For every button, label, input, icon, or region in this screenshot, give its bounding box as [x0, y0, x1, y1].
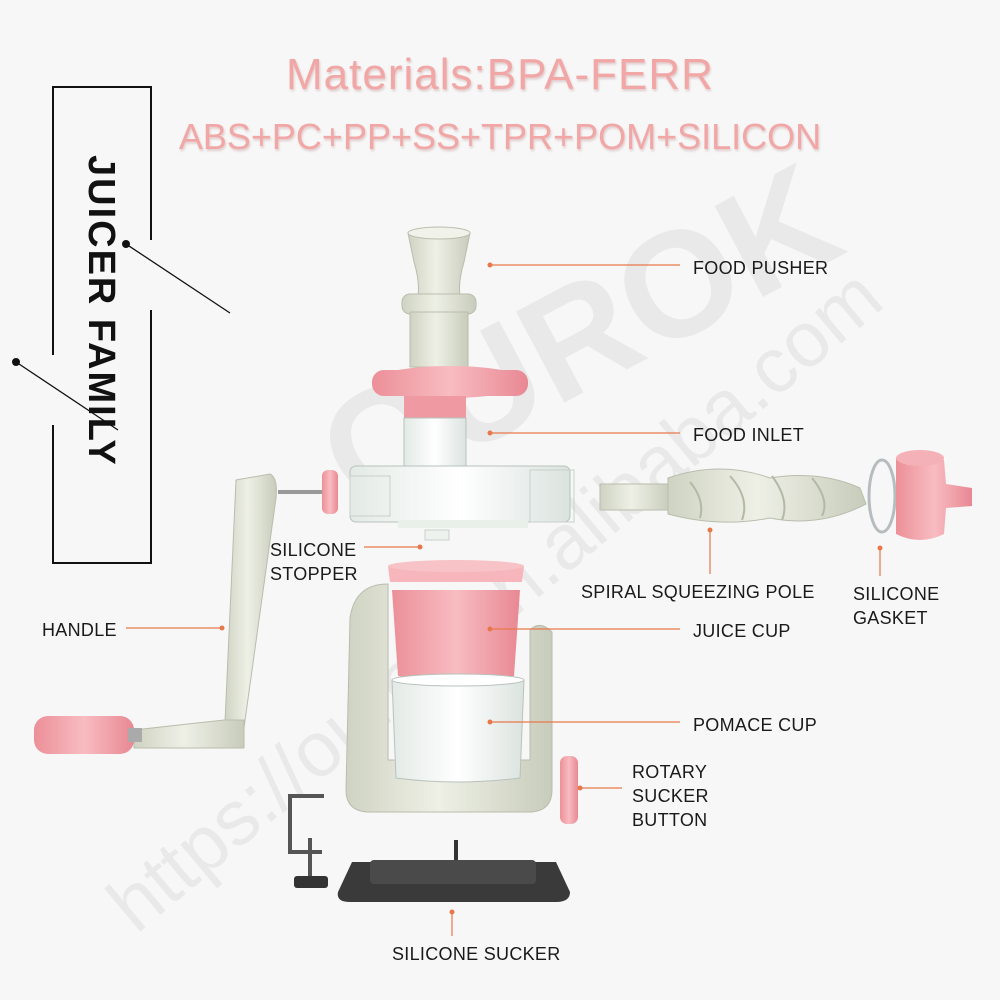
rotary-sucker-button-part [560, 756, 578, 824]
label-handle: HANDLE [42, 620, 117, 640]
label-silicone-gasket-1: SILICONE [853, 584, 940, 604]
pink-lid [372, 366, 528, 418]
label-spiral-squeezing-pole: SPIRAL SQUEEZING POLE [581, 582, 815, 602]
label-rotary-1: ROTARY [632, 762, 708, 782]
label-rotary-2: SUCKER [632, 786, 709, 806]
clamp [288, 794, 324, 888]
materials-title: Materials:BPA-FERR [286, 50, 714, 99]
label-food-inlet: FOOD INLET [693, 425, 805, 445]
clamp-knob [294, 876, 328, 888]
brand-pointer-dot-2 [12, 358, 20, 366]
brand-pointer-line-2 [15, 361, 119, 431]
label-food-pusher: FOOD PUSHER [693, 258, 829, 278]
label-silicone-gasket-2: GASKET [853, 608, 928, 628]
label-pomace-cup: POMACE CUP [693, 715, 818, 735]
brand-frame-gap [140, 240, 156, 310]
label-rotary-3: BUTTON [632, 810, 708, 830]
label-silicone-stopper-2: STOPPER [270, 564, 358, 584]
juice-cup [388, 560, 524, 680]
label-silicone-stopper-1: SILICONE [270, 540, 357, 560]
label-juice-cup: JUICE CUP [693, 621, 791, 641]
brand-frame-gap-left [46, 355, 58, 425]
food-pusher [401, 226, 477, 368]
main-chamber [349, 417, 575, 541]
brand-name: JUICER FAMILY [80, 155, 122, 467]
brand-frame [52, 86, 152, 564]
silicone-stopper-part [322, 470, 338, 514]
silicone-sucker [337, 840, 570, 902]
brand-pointer-line-1 [125, 243, 231, 314]
spiral-squeezing-pole [599, 468, 867, 523]
handle-part [34, 473, 277, 754]
leader-dots [219, 262, 883, 915]
materials-list: ABS+PC+PP+SS+TPR+POM+SILICON [178, 116, 822, 157]
pomace-cup [391, 673, 525, 783]
leader-lines [126, 264, 881, 936]
label-silicone-sucker: SILICONE SUCKER [392, 944, 561, 964]
gasket-ring [867, 458, 897, 534]
silicone-gasket-cap [896, 450, 972, 540]
brand-pointer-dot-1 [122, 240, 130, 248]
